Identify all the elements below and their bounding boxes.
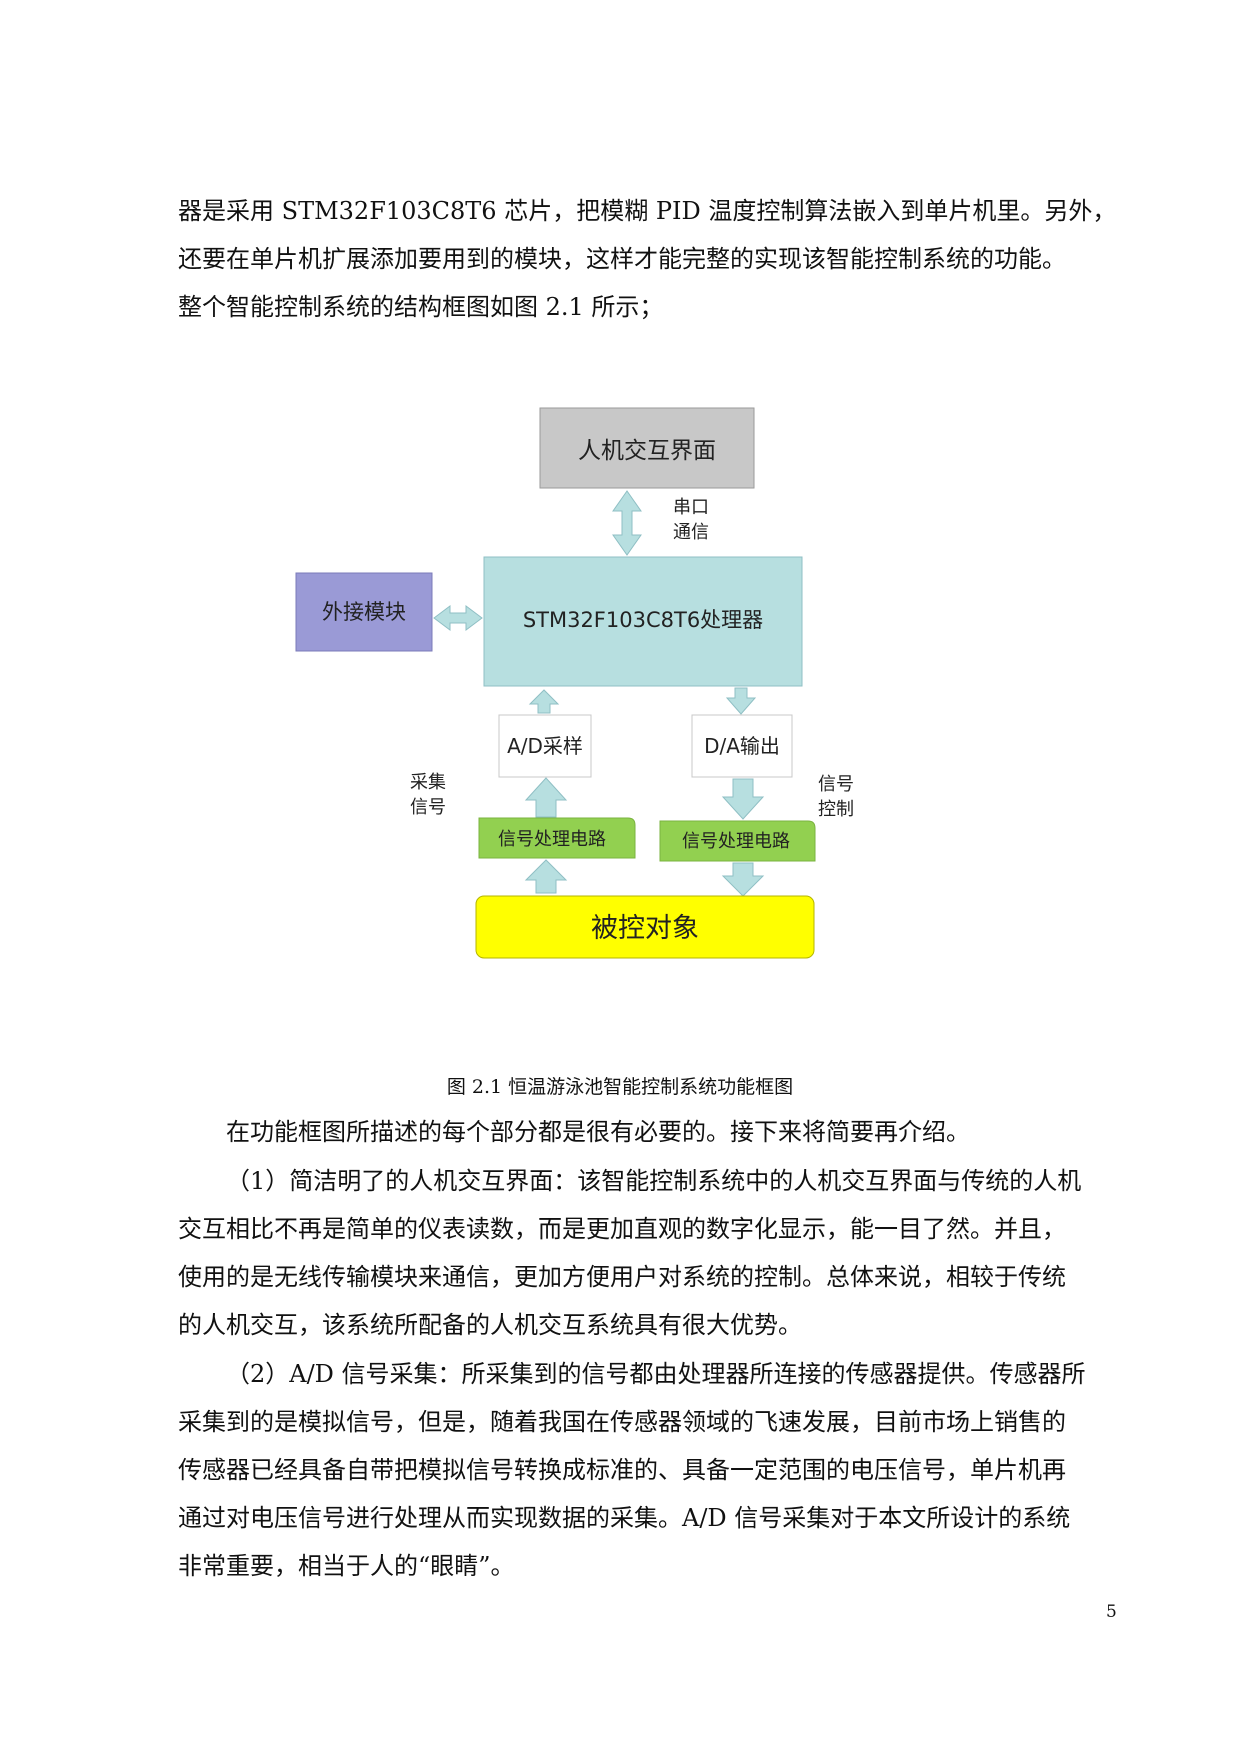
text-line: 使用的是无线传输模块来通信，更加方便用户对系统的控制。总体来说，相较于传统 <box>178 1263 1066 1291</box>
processor-label: STM32F103C8T6处理器 <box>523 608 763 632</box>
external-module-label: 外接模块 <box>322 600 406 624</box>
text-line: （1）简洁明了的人机交互界面：该智能控制系统中的人机交互界面与传统的人机 <box>226 1167 1082 1195</box>
serial-label-line2: 通信 <box>673 522 709 543</box>
signal-processing-left-label: 信号处理电路 <box>498 829 606 850</box>
ad-sampling-block: A/D采样 <box>498 714 592 778</box>
plant-down-arrow <box>721 862 765 897</box>
figure-caption: 图 2.1 恒温游泳池智能控制系统功能框图 <box>446 1076 794 1098</box>
control-down-arrow <box>721 778 765 820</box>
collect-label-line1: 采集 <box>410 772 446 793</box>
da-output-label: D/A输出 <box>704 734 780 758</box>
page-number: 5 <box>1106 1602 1117 1622</box>
serial-label-line1: 串口 <box>673 497 709 518</box>
text-line: 交互相比不再是简单的仪表读数，而是更加直观的数字化显示，能一目了然。并且， <box>178 1215 1066 1243</box>
signal-processing-right-block: 信号处理电路 <box>659 820 816 862</box>
text-line: 的人机交互，该系统所配备的人机交互系统具有很大优势。 <box>178 1311 802 1339</box>
external-arrow <box>433 605 483 631</box>
text-line: 器是采用 STM32F103C8T6 芯片，把模糊 PID 温度控制算法嵌入到单… <box>178 197 1117 225</box>
text-line: （2）A/D 信号采集：所采集到的信号都由处理器所连接的传感器提供。传感器所 <box>226 1360 1086 1388</box>
control-label-line1: 信号 <box>818 774 854 795</box>
plant-up-arrow <box>524 859 568 894</box>
text-line: 非常重要，相当于人的“眼睛”。 <box>178 1552 515 1580</box>
signal-processing-left-block: 信号处理电路 <box>478 817 636 859</box>
ad-sampling-label: A/D采样 <box>507 734 583 758</box>
collect-label-line2: 信号 <box>410 797 446 818</box>
controlled-object-label: 被控对象 <box>591 913 699 944</box>
text-line: 在功能框图所描述的每个部分都是很有必要的。接下来将简要再介绍。 <box>226 1118 970 1146</box>
paragraph-ad: （2）A/D 信号采集：所采集到的信号都由处理器所连接的传感器提供。传感器所 采… <box>178 1350 1118 1590</box>
collect-up-arrow <box>524 777 568 818</box>
paragraph-hmi: （1）简洁明了的人机交互界面：该智能控制系统中的人机交互界面与传统的人机 交互相… <box>178 1157 1118 1349</box>
ad-up-arrow <box>528 689 560 714</box>
processor-block: STM32F103C8T6处理器 <box>483 556 803 687</box>
text-line: 通过对电压信号进行处理从而实现数据的采集。A/D 信号采集对于本文所设计的系统 <box>178 1504 1071 1532</box>
da-down-arrow <box>725 687 757 715</box>
serial-arrow <box>612 490 642 556</box>
hmi-label: 人机交互界面 <box>578 438 716 464</box>
controlled-object-block: 被控对象 <box>475 895 815 959</box>
text-line: 整个智能控制系统的结构框图如图 2.1 所示； <box>178 293 664 321</box>
external-module-block: 外接模块 <box>295 572 433 652</box>
block-diagram: 人机交互界面 串口 通信 STM32F103C8T6处理器 外接模块 A/D采样… <box>295 407 854 959</box>
paragraph-overview: 在功能框图所描述的每个部分都是很有必要的。接下来将简要再介绍。 <box>178 1108 1118 1156</box>
text-line: 采集到的是模拟信号，但是，随着我国在传感器领域的飞速发展，目前市场上销售的 <box>178 1408 1066 1436</box>
paragraph-intro: 器是采用 STM32F103C8T6 芯片，把模糊 PID 温度控制算法嵌入到单… <box>178 187 1118 331</box>
text-line: 还要在单片机扩展添加要用到的模块，这样才能完整的实现该智能控制系统的功能。 <box>178 245 1066 273</box>
control-label-line2: 控制 <box>818 799 854 820</box>
hmi-block: 人机交互界面 <box>539 407 755 489</box>
text-line: 传感器已经具备自带把模拟信号转换成标准的、具备一定范围的电压信号，单片机再 <box>178 1456 1066 1484</box>
da-output-block: D/A输出 <box>691 714 793 778</box>
signal-processing-right-label: 信号处理电路 <box>682 831 790 852</box>
